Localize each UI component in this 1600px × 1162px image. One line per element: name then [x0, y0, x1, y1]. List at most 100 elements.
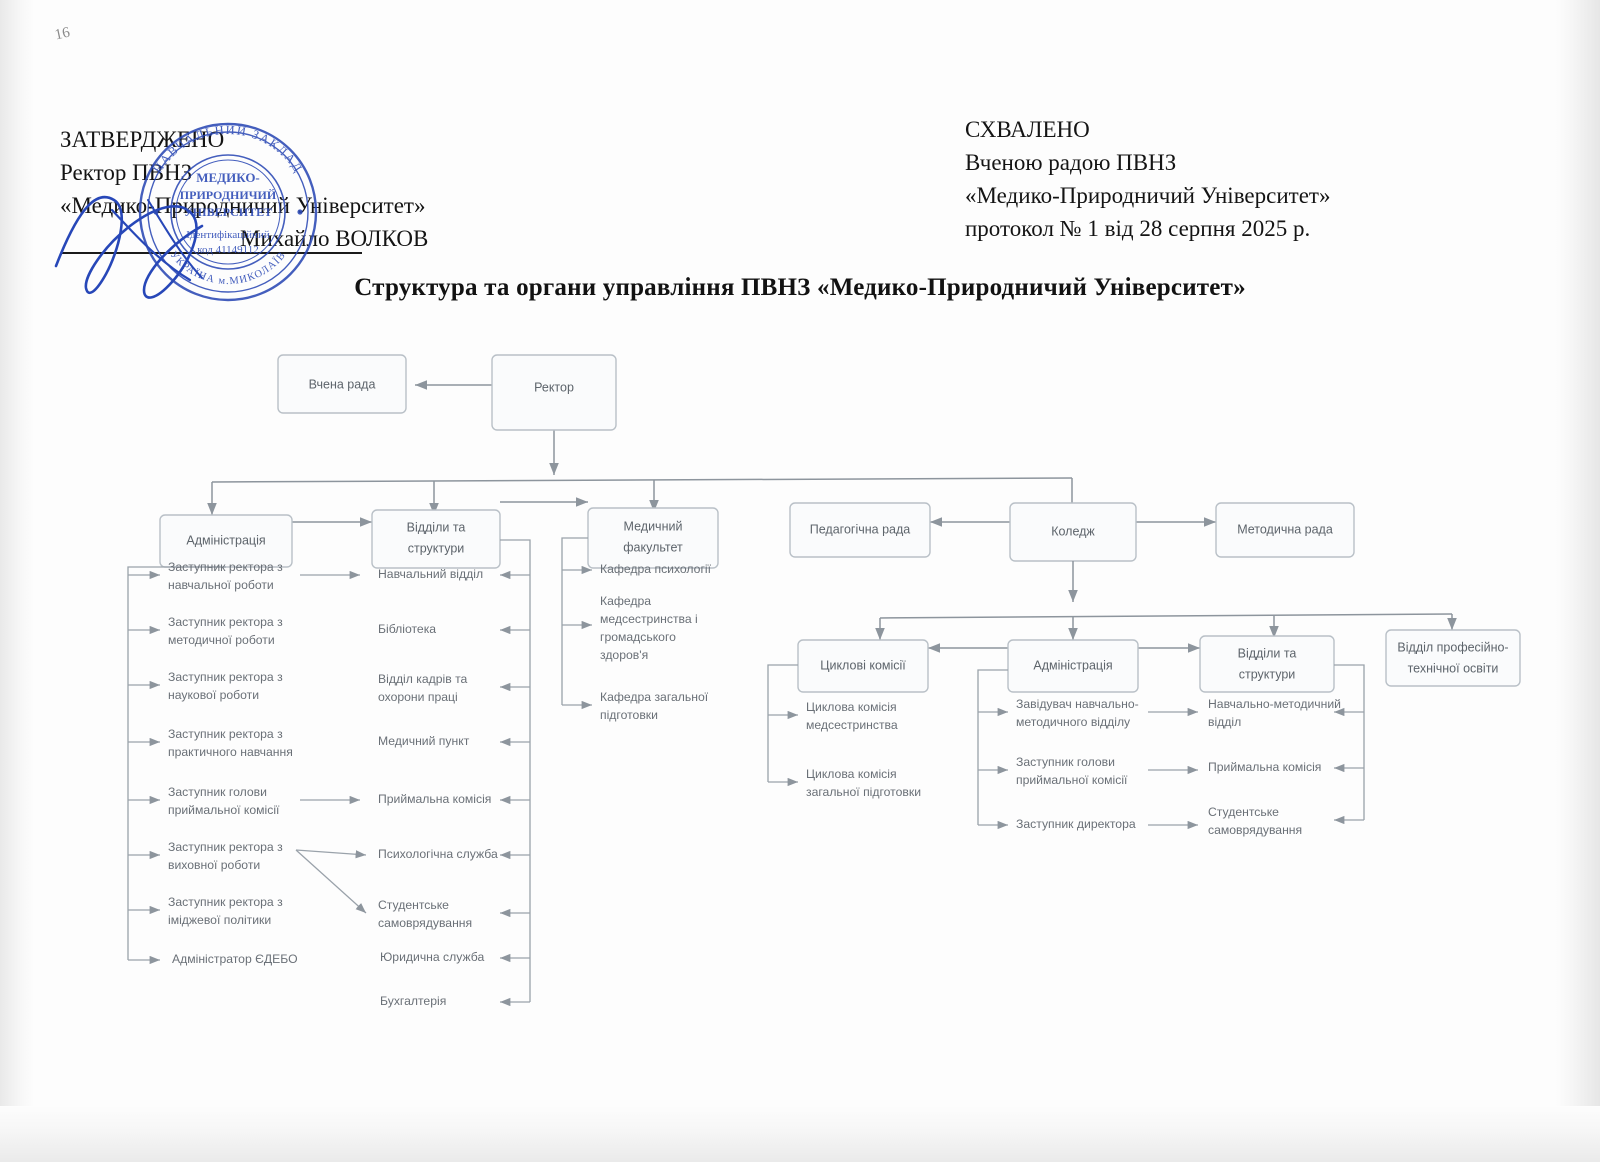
node-administration[interactable]: Адміністрація — [159, 514, 293, 568]
admin-leaf-5b: приймальної комісії — [168, 803, 280, 817]
dept-leaf-8: Юридична служба — [380, 950, 484, 964]
approval-right-line-1: СХВАЛЕНО — [965, 117, 1090, 142]
connectors-admin-to-departments — [295, 570, 367, 914]
medfac-leaf-3b: підготовки — [600, 708, 658, 722]
admin-leaf-5a: Заступник голови — [168, 785, 267, 799]
colladmin-leaf-1b: методичного відділу — [1016, 715, 1131, 729]
colladmin-leaf-1a: Завідувач навчально- — [1016, 697, 1139, 711]
dept-leaf-5: Приймальна комісія — [378, 792, 491, 806]
medfac-leaf-2c: громадського — [600, 630, 676, 644]
medical-faculty-leaf-list: Кафедра психології Кафедра медсестринств… — [600, 562, 712, 722]
node-departments-structures[interactable]: Відділи та структури — [371, 509, 501, 569]
colldept-leaf-1a: Навчально-методичний — [1208, 697, 1341, 711]
node-methodical-council[interactable]: Методична рада — [1215, 502, 1355, 558]
medfac-leaf-3a: Кафедра загальної — [600, 690, 709, 704]
dept-leaf-1: Навчальний відділ — [378, 567, 483, 581]
rector-signature-name: Михайло ВОЛКОВ — [240, 226, 429, 251]
medfac-leaf-1: Кафедра психології — [600, 562, 712, 576]
connectors-college-admin-leaves — [977, 669, 1008, 830]
approval-left-line-2: Ректор ПВНЗ — [60, 160, 193, 185]
node-vocational-education-dept[interactable]: Відділ професійно- технічної освіти — [1385, 629, 1521, 687]
node-label-pedagogical-council: Педагогічна рада — [810, 522, 911, 536]
node-rector[interactable]: Ректор — [491, 354, 617, 431]
scan-edge-right — [1556, 0, 1600, 1162]
colldept-leaf-1b: відділ — [1208, 715, 1241, 729]
node-label-college-administration: Адміністрація — [1033, 658, 1112, 672]
admin-leaf-2b: методичної роботи — [168, 633, 275, 647]
approval-block-left: ЗАТВЕРДЖЕНО Ректор ПВНЗ «Медико-Природни… — [60, 123, 428, 255]
node-label-departments-2: структури — [408, 541, 465, 555]
node-label-administration: Адміністрація — [186, 533, 265, 547]
cycle-leaf-1a: Циклова комісія — [806, 700, 897, 714]
colldept-leaf-2: Приймальна комісія — [1208, 760, 1321, 774]
approval-right-line-3: «Медико-Природничий Університет» — [965, 183, 1331, 208]
approval-left-line-1: ЗАТВЕРДЖЕНО — [60, 127, 225, 152]
connectors-cycle-commissions-leaves — [767, 664, 798, 787]
connectors-college-departments-leaves — [1334, 664, 1365, 825]
dept-leaf-3a: Відділ кадрів та — [378, 672, 468, 686]
colldept-leaf-3a: Студентське — [1208, 805, 1279, 819]
node-college[interactable]: Коледж — [1009, 502, 1137, 562]
node-college-departments[interactable]: Відділи та структури — [1199, 635, 1335, 693]
admin-leaf-4a: Заступник ректора з — [168, 727, 283, 741]
medfac-leaf-2a: Кафедра — [600, 594, 651, 608]
medfac-leaf-2d: здоров'я — [600, 648, 648, 662]
dept-leaf-3b: охорони праці — [378, 690, 458, 704]
admin-leaf-2a: Заступник ректора з — [168, 615, 283, 629]
admin-leaf-8: Адміністратор ЄДЕБО — [172, 952, 298, 966]
connectors-medical-faculty-leaves — [561, 537, 592, 710]
node-label-methodical-council: Методична рада — [1237, 522, 1333, 536]
dept-leaf-7a: Студентське — [378, 898, 449, 912]
admin-leaf-7a: Заступник ректора з — [168, 895, 283, 909]
node-label-college-departments-2: структури — [1239, 667, 1296, 681]
colldept-leaf-3b: самоврядування — [1208, 823, 1302, 837]
node-label-medical-faculty-2: факультет — [623, 540, 683, 554]
page-title: Структура та органи управління ПВНЗ «Мед… — [354, 274, 1246, 301]
admin-leaf-6a: Заступник ректора з — [168, 840, 283, 854]
node-label-vocational-1: Відділ професійно- — [1397, 640, 1508, 654]
page-corner-mark: 16 — [53, 24, 72, 44]
cycle-leaf-1b: медсестринства — [806, 718, 898, 732]
node-cycle-commissions[interactable]: Циклові комісії — [797, 639, 929, 693]
node-academic-council[interactable]: Вчена рада — [277, 354, 407, 414]
cycle-leaf-2b: загальної підготовки — [806, 785, 921, 799]
dept-leaf-7b: самоврядування — [378, 916, 472, 930]
node-label-cycle-commissions: Циклові комісії — [820, 658, 906, 672]
approval-right-line-4: протокол № 1 від 28 серпня 2025 р. — [965, 216, 1311, 241]
college-administration-leaf-list: Завідувач навчально- методичного відділу… — [1016, 697, 1139, 831]
admin-leaf-1b: навчальної роботи — [168, 578, 274, 592]
colladmin-leaf-2b: приймальної комісії — [1016, 773, 1128, 787]
node-label-college-departments-1: Відділи та — [1238, 646, 1297, 660]
node-pedagogical-council[interactable]: Педагогічна рада — [789, 502, 931, 558]
scan-edge-bottom — [0, 1106, 1600, 1162]
colladmin-leaf-2a: Заступник голови — [1016, 755, 1115, 769]
admin-leaf-6b: виховної роботи — [168, 858, 260, 872]
connectors-departments-leaves — [500, 539, 531, 1007]
admin-leaf-3a: Заступник ректора з — [168, 670, 283, 684]
approval-right-line-2: Вченою радою ПВНЗ — [965, 150, 1177, 175]
org-chart: Вчена рада Ректор Адміністрація Відділи … — [127, 354, 1521, 1008]
admin-leaf-7b: іміджевої політики — [168, 913, 271, 927]
node-label-academic-council: Вчена рада — [309, 377, 376, 391]
colladmin-leaf-3: Заступник директора — [1016, 817, 1136, 831]
signature-rule — [62, 252, 362, 254]
departments-leaf-list: Навчальний відділ Бібліотека Відділ кадр… — [378, 567, 498, 1008]
college-departments-leaf-list: Навчально-методичний відділ Приймальна к… — [1208, 697, 1341, 837]
cycle-commissions-leaf-list: Циклова комісія медсестринства Циклова к… — [806, 700, 921, 799]
connectors-colladmin-to-colldepartments — [1148, 707, 1198, 830]
dept-leaf-4: Медичний пункт — [378, 734, 470, 748]
node-college-administration[interactable]: Адміністрація — [1007, 639, 1139, 693]
admin-leaf-4b: практичного навчання — [168, 745, 293, 759]
connectors-college — [875, 561, 1457, 653]
admin-leaf-1a: Заступник ректора з — [168, 560, 283, 574]
dept-leaf-9: Бухгалтерія — [380, 994, 446, 1008]
connectors-administration-leaves — [127, 566, 226, 965]
admin-leaf-3b: наукової роботи — [168, 688, 259, 702]
dept-leaf-2: Бібліотека — [378, 622, 436, 636]
node-medical-faculty[interactable]: Медичний факультет — [587, 507, 719, 569]
node-label-rector: Ректор — [534, 380, 574, 394]
node-label-vocational-2: технічної освіти — [1408, 661, 1499, 675]
dept-leaf-6: Психологічна служба — [378, 847, 498, 861]
medfac-leaf-2b: медсестринства і — [600, 612, 698, 626]
